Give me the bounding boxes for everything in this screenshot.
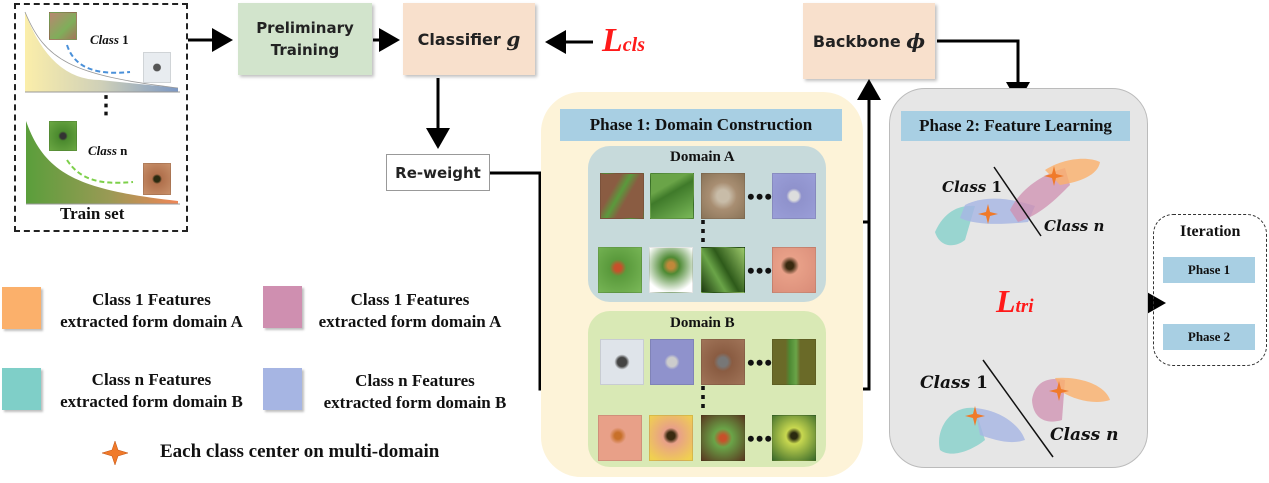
iteration-phase2[interactable]: Phase 2 <box>1163 324 1255 350</box>
classifier-box[interactable]: Classifier g <box>403 3 535 75</box>
center-star-bottom-2 <box>1049 381 1069 401</box>
domain-a-image <box>772 173 816 219</box>
legend-swatch-orange <box>2 287 41 329</box>
train-thumb-classn-tail <box>143 163 171 195</box>
domain-a-title: Domain A <box>670 149 735 165</box>
class-n-distribution <box>26 121 178 204</box>
reweight-box[interactable]: Re-weight <box>386 154 490 191</box>
center-star-top-2 <box>1044 166 1064 186</box>
train-set-panel <box>14 3 188 232</box>
phase2-class1-bottom: Class 1 <box>920 373 988 393</box>
domain-b-image <box>649 415 693 461</box>
cluster-blue-bottom <box>975 408 1025 443</box>
domain-b-image <box>772 339 816 385</box>
iteration-panel <box>1153 214 1267 366</box>
domain-b-title: Domain B <box>670 315 735 331</box>
domain-a-image <box>649 247 693 293</box>
domain-a-image <box>598 247 642 293</box>
classifier-label: Classifier <box>417 29 501 49</box>
train-class-n-label: Class n <box>88 143 128 158</box>
legend-swatch-pink <box>263 286 302 328</box>
class-1-dashed-curve <box>66 44 131 74</box>
domain-b-image <box>598 415 642 461</box>
train-thumb-class1-head <box>49 12 77 40</box>
domain-a-image <box>701 247 745 293</box>
phase2-title: Phase 2: Feature Learning <box>901 111 1130 141</box>
backbone-label: Backbone <box>812 31 901 51</box>
domain-b-image <box>600 339 644 385</box>
iteration-phase1[interactable]: Phase 1 <box>1163 257 1255 283</box>
domain-b-image <box>701 415 745 461</box>
loss-tri: Ltri <box>996 283 1034 319</box>
domain-a-image <box>600 173 644 219</box>
phase2-classn-top: Class n <box>1044 217 1105 235</box>
domain-a-image <box>650 173 694 219</box>
legend-center-label: Each class center on multi-domain <box>160 441 440 462</box>
center-star-bottom-1 <box>965 406 985 426</box>
phase2-class1-top: Class 1 <box>942 178 1002 196</box>
train-thumb-class1-tail <box>143 52 171 83</box>
loss-cls: Lcls <box>602 22 645 59</box>
separator-top <box>993 166 1042 237</box>
classifier-symbol: g <box>506 27 521 51</box>
arrow-backbone-to-phase2 <box>937 39 1030 103</box>
center-star-top-1 <box>978 204 998 224</box>
domain-a-image <box>772 247 816 293</box>
cluster-orange-bottom <box>1055 377 1110 403</box>
preliminary-training-label: Preliminary Training <box>256 19 354 59</box>
center-star-icon <box>101 440 129 466</box>
preliminary-training-box[interactable]: Preliminary Training <box>238 3 372 75</box>
phase2-classn-bottom: Class n <box>1050 425 1119 445</box>
backbone-symbol: ϕ <box>906 29 926 53</box>
phase2-panel <box>889 88 1148 468</box>
reweight-label: Re-weight <box>395 163 481 182</box>
train-set-ellipsis: ⋮ <box>94 93 118 119</box>
class-1-distribution <box>25 12 178 92</box>
cluster-orange-top <box>1045 158 1100 185</box>
domain-b-image <box>772 415 816 461</box>
train-thumb-classn-head <box>49 121 77 151</box>
domain-b-col-ellipsis: ⋮ <box>690 382 717 411</box>
separator-bottom <box>982 359 1054 458</box>
legend-swatch-blue <box>263 368 302 410</box>
iteration-title: Iteration <box>1180 223 1241 240</box>
backbone-box[interactable]: Backbone ϕ <box>803 3 935 79</box>
phase1-title: Phase 1: Domain Construction <box>560 109 842 141</box>
domain-a-col-ellipsis: ⋮ <box>690 216 717 245</box>
train-set-label: Train set <box>60 204 125 223</box>
domain-b-image <box>650 339 694 385</box>
train-class-1-label: Class 1 <box>90 32 129 47</box>
domain-b-image <box>701 339 745 385</box>
legend-swatch-teal <box>2 368 41 410</box>
class-n-dashed-curve <box>66 159 134 184</box>
domain-a-image <box>701 173 745 219</box>
